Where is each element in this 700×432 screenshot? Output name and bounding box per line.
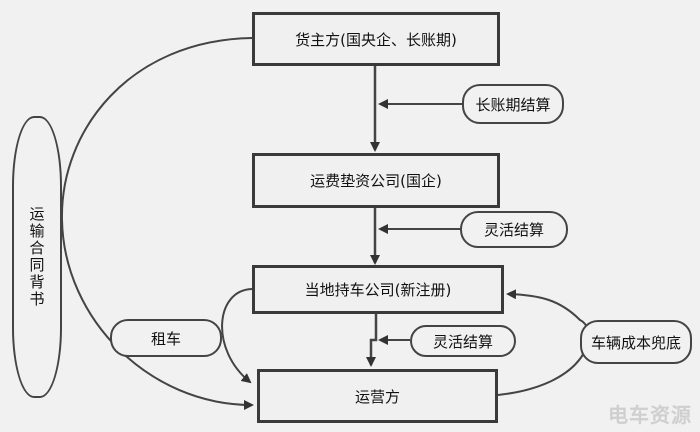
label-vehicle-cost-text: 车辆成本兜底 — [590, 333, 681, 352]
label-flex-settlement-2: 灵活结算 — [410, 325, 516, 357]
label-long-settlement-text: 长账期结算 — [475, 95, 551, 114]
label-flex-settlement-2-text: 灵活结算 — [432, 332, 493, 351]
watermark: 电车资源 — [608, 403, 692, 427]
edge-local-to-operator — [366, 312, 378, 367]
edge-rent-car — [221, 288, 253, 384]
label-flex-settlement-1: 灵活结算 — [460, 211, 568, 248]
label-rent-car-text: 租车 — [150, 329, 181, 348]
label-vehicle-cost: 车辆成本兜底 — [580, 320, 692, 364]
label-contract-endorsement: 运输合同背书 — [12, 116, 62, 398]
node-local-vehicle: 当地持车公司(新注册) — [252, 265, 504, 314]
node-cargo-owner: 货主方(国央企、长账期) — [252, 12, 500, 66]
node-operator: 运营方 — [257, 369, 498, 423]
node-operator-label: 运营方 — [354, 387, 400, 406]
node-freight-advance-label: 运费垫资公司(国企) — [310, 172, 442, 190]
label-long-settlement: 长账期结算 — [462, 84, 564, 124]
node-local-vehicle-label: 当地持车公司(新注册) — [304, 281, 452, 299]
node-cargo-owner-label: 货主方(国央企、长账期) — [295, 30, 457, 49]
node-freight-advance: 运费垫资公司(国企) — [252, 153, 500, 208]
label-flex-settlement-1-text: 灵活结算 — [483, 221, 544, 239]
label-rent-car: 租车 — [110, 319, 222, 357]
label-contract-endorsement-text: 运输合同背书 — [27, 206, 46, 308]
